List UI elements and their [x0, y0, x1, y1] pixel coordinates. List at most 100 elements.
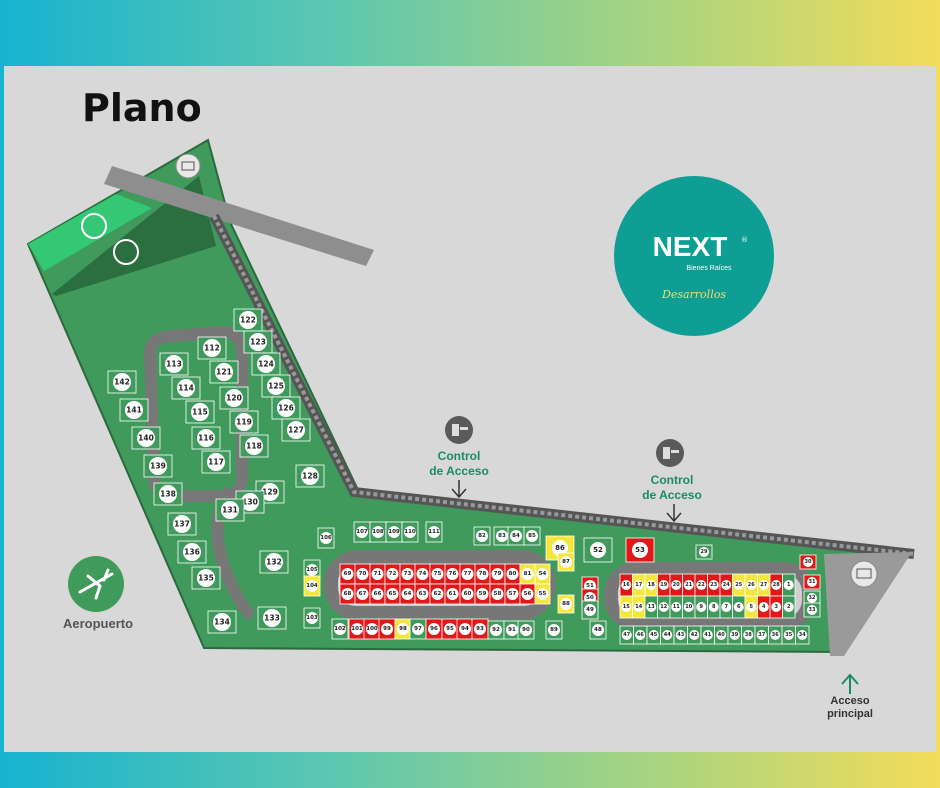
lot-68[interactable]: 68 [339, 583, 356, 605]
lot-42[interactable]: 42 [687, 625, 702, 645]
lot-38[interactable]: 38 [741, 625, 756, 645]
lot-96[interactable]: 96 [425, 618, 443, 640]
lot-11[interactable]: 11 [669, 595, 683, 619]
lot-105[interactable]: 105 [303, 559, 321, 581]
lot-13[interactable]: 13 [644, 595, 658, 619]
lot-82[interactable]: 82 [473, 526, 491, 546]
lot-5[interactable]: 5 [744, 595, 758, 619]
lot-81[interactable]: 81 [519, 563, 536, 585]
lot-72[interactable]: 72 [384, 563, 401, 585]
lot-85[interactable]: 85 [523, 526, 541, 546]
lot-18[interactable]: 18 [644, 573, 658, 597]
lot-31[interactable]: 31 [803, 574, 821, 590]
lot-4[interactable]: 4 [757, 595, 771, 619]
lot-3[interactable]: 3 [769, 595, 783, 619]
lot-22[interactable]: 22 [694, 573, 708, 597]
lot-61[interactable]: 61 [444, 583, 461, 605]
lot-106[interactable]: 106 [317, 527, 335, 549]
lot-25[interactable]: 25 [732, 573, 746, 597]
lot-113[interactable]: 113 [159, 352, 189, 376]
lot-65[interactable]: 65 [384, 583, 401, 605]
lot-71[interactable]: 71 [369, 563, 386, 585]
lot-43[interactable]: 43 [673, 625, 688, 645]
lot-14[interactable]: 14 [632, 595, 646, 619]
lot-119[interactable]: 119 [229, 410, 259, 434]
lot-24[interactable]: 24 [719, 573, 733, 597]
lot-118[interactable]: 118 [239, 434, 269, 458]
lot-10[interactable]: 10 [682, 595, 696, 619]
lot-84[interactable]: 84 [507, 526, 525, 546]
lot-76[interactable]: 76 [444, 563, 461, 585]
lot-7[interactable]: 7 [719, 595, 733, 619]
lot-77[interactable]: 77 [459, 563, 476, 585]
lot-90[interactable]: 90 [517, 620, 535, 640]
lot-53[interactable]: 53 [625, 537, 655, 563]
lot-70[interactable]: 70 [354, 563, 371, 585]
lot-136[interactable]: 136 [177, 540, 207, 564]
lot-48[interactable]: 48 [589, 620, 607, 640]
lot-122[interactable]: 122 [233, 308, 263, 332]
lot-47[interactable]: 47 [619, 625, 634, 645]
lot-101[interactable]: 101 [348, 618, 366, 640]
lot-78[interactable]: 78 [474, 563, 491, 585]
lot-131[interactable]: 131 [215, 498, 245, 522]
lot-55[interactable]: 55 [534, 583, 551, 605]
lot-9[interactable]: 9 [694, 595, 708, 619]
lot-104[interactable]: 104 [303, 575, 321, 597]
lot-102[interactable]: 102 [331, 618, 349, 640]
lot-28[interactable]: 28 [769, 573, 783, 597]
lot-49[interactable]: 49 [581, 600, 599, 620]
lot-58[interactable]: 58 [489, 583, 506, 605]
lot-137[interactable]: 137 [167, 512, 197, 536]
lot-34[interactable]: 34 [795, 625, 810, 645]
lot-67[interactable]: 67 [354, 583, 371, 605]
lot-133[interactable]: 133 [257, 606, 287, 630]
lot-115[interactable]: 115 [185, 400, 215, 424]
lot-74[interactable]: 74 [414, 563, 431, 585]
lot-125[interactable]: 125 [261, 374, 291, 398]
lot-19[interactable]: 19 [657, 573, 671, 597]
lot-2[interactable]: 2 [782, 595, 796, 619]
lot-126[interactable]: 126 [271, 396, 301, 420]
lot-139[interactable]: 139 [143, 454, 173, 478]
lot-35[interactable]: 35 [781, 625, 796, 645]
lot-114[interactable]: 114 [171, 376, 201, 400]
lot-63[interactable]: 63 [414, 583, 431, 605]
lot-59[interactable]: 59 [474, 583, 491, 605]
lot-109[interactable]: 109 [385, 521, 403, 543]
lot-127[interactable]: 127 [281, 418, 311, 442]
lot-30[interactable]: 30 [799, 554, 817, 570]
lot-83[interactable]: 83 [493, 526, 511, 546]
lot-107[interactable]: 107 [353, 521, 371, 543]
lot-17[interactable]: 17 [632, 573, 646, 597]
lot-62[interactable]: 62 [429, 583, 446, 605]
lot-69[interactable]: 69 [339, 563, 356, 585]
lot-6[interactable]: 6 [732, 595, 746, 619]
lot-20[interactable]: 20 [669, 573, 683, 597]
lot-75[interactable]: 75 [429, 563, 446, 585]
lot-54[interactable]: 54 [534, 563, 551, 585]
lot-94[interactable]: 94 [456, 618, 474, 640]
lot-39[interactable]: 39 [727, 625, 742, 645]
lot-116[interactable]: 116 [191, 426, 221, 450]
lot-92[interactable]: 92 [487, 620, 505, 640]
lot-79[interactable]: 79 [489, 563, 506, 585]
lot-29[interactable]: 29 [695, 544, 713, 560]
lot-44[interactable]: 44 [660, 625, 675, 645]
lot-138[interactable]: 138 [153, 482, 183, 506]
lot-128[interactable]: 128 [295, 464, 325, 488]
lot-97[interactable]: 97 [409, 618, 427, 640]
lot-121[interactable]: 121 [209, 360, 239, 384]
lot-16[interactable]: 16 [619, 573, 633, 597]
lot-27[interactable]: 27 [757, 573, 771, 597]
lot-56[interactable]: 56 [519, 583, 536, 605]
lot-66[interactable]: 66 [369, 583, 386, 605]
lot-37[interactable]: 37 [754, 625, 769, 645]
lot-89[interactable]: 89 [545, 620, 563, 640]
lot-95[interactable]: 95 [441, 618, 459, 640]
lot-99[interactable]: 99 [378, 618, 396, 640]
lot-141[interactable]: 141 [119, 398, 149, 422]
lot-23[interactable]: 23 [707, 573, 721, 597]
lot-110[interactable]: 110 [401, 521, 419, 543]
lot-132[interactable]: 132 [259, 550, 289, 574]
